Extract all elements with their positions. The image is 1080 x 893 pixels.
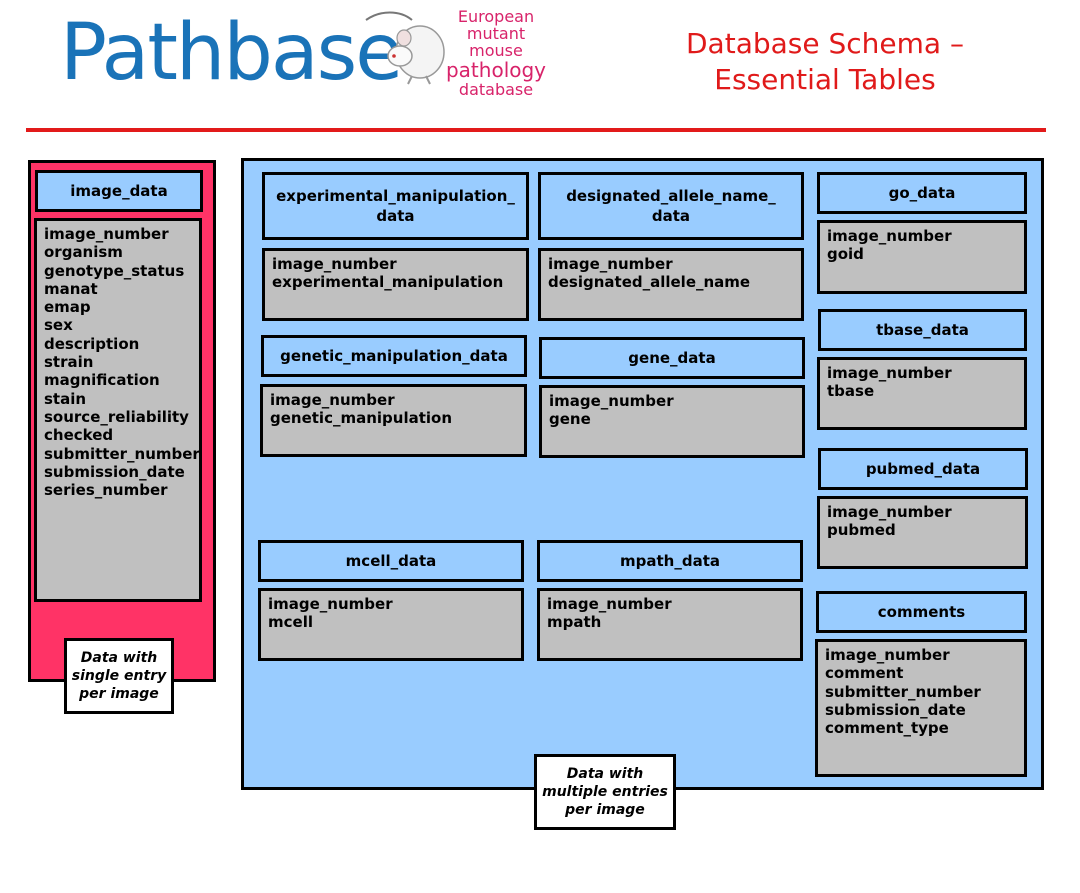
- table-fields-tbase-data: image_number tbase: [817, 357, 1027, 430]
- table-header-line: designated_allele_name_: [566, 187, 776, 205]
- table-header-line: comments: [877, 603, 966, 621]
- table-header-genetic-manipulation-data: genetic_manipulation_data: [261, 335, 527, 377]
- tagline-line: mouse: [469, 41, 523, 60]
- pathbase-logo-text: Pathbase: [60, 8, 403, 98]
- table-fields-image-data: image_number organism genotype_status ma…: [34, 218, 202, 602]
- field: emap: [44, 298, 91, 317]
- table-fields-go-data: image_number goid: [817, 220, 1027, 294]
- field: strain: [44, 353, 94, 372]
- field: genetic_manipulation: [270, 409, 453, 428]
- single-entry-note: Data with single entry per image: [64, 638, 174, 714]
- table-header-line: pubmed_data: [865, 460, 981, 478]
- mouse-logo-icon: [365, 11, 445, 85]
- field: organism: [44, 243, 123, 262]
- tagline-line: pathology: [445, 58, 547, 82]
- note-line: per image: [565, 802, 645, 818]
- field: image_number: [44, 225, 169, 243]
- table-header-go-data: go_data: [817, 172, 1027, 214]
- field: description: [44, 334, 140, 353]
- table-header-line: go_data: [888, 184, 956, 202]
- field: gene: [549, 410, 591, 429]
- note-line: per image: [79, 686, 159, 702]
- table-header-line: experimental_manipulation_: [276, 187, 515, 205]
- table-header-line: mcell_data: [345, 552, 437, 570]
- table-header-comments: comments: [816, 591, 1027, 633]
- field: image_number: [270, 391, 395, 409]
- table-fields-mcell-data: image_number mcell: [258, 588, 524, 661]
- table-fields-gene-data: image_number gene: [539, 385, 805, 458]
- field: source_reliability: [44, 407, 189, 426]
- table-header-tbase-data: tbase_data: [818, 309, 1027, 351]
- field: submission_date: [44, 462, 185, 481]
- field: manat: [44, 279, 98, 298]
- table-header-mcell-data: mcell_data: [258, 540, 524, 582]
- field: image_number: [827, 503, 952, 521]
- table-header-pubmed-data: pubmed_data: [818, 448, 1028, 490]
- field: mpath: [547, 613, 602, 632]
- field: genotype_status: [44, 261, 185, 280]
- field: tbase: [827, 382, 875, 401]
- table-header-line: mpath_data: [620, 552, 720, 570]
- field: comment: [825, 664, 904, 683]
- table-fields-pubmed-data: image_number pubmed: [817, 496, 1028, 569]
- field: image_number: [827, 364, 952, 382]
- tagline-line: mutant: [466, 24, 526, 43]
- table-fields-experimental-manipulation-data: image_number experimental_manipulation: [262, 248, 529, 321]
- schema-title-line: Essential Tables: [714, 63, 936, 96]
- table-header-gene-data: gene_data: [539, 337, 805, 379]
- note-line: multiple entries: [542, 784, 668, 800]
- table-header-line: data: [376, 207, 415, 225]
- field: image_number: [547, 595, 672, 613]
- field: image_number: [272, 255, 397, 273]
- table-header-line: gene_data: [628, 349, 716, 367]
- field: pubmed: [827, 521, 896, 540]
- table-header-line: genetic_manipulation_data: [280, 347, 508, 365]
- field: series_number: [44, 481, 168, 500]
- note-line: Data with: [566, 766, 644, 782]
- note-line: single entry: [71, 668, 167, 684]
- table-header-line: tbase_data: [876, 321, 969, 339]
- field: designated_allele_name: [548, 273, 751, 292]
- multiple-entries-note: Data with multiple entries per image: [534, 754, 676, 830]
- table-header-designated-allele-name-data: designated_allele_name_ data: [538, 172, 804, 240]
- field: image_number: [827, 227, 952, 245]
- table-header-mpath-data: mpath_data: [537, 540, 803, 582]
- table-header-line: data: [651, 207, 691, 225]
- field: sex: [44, 316, 73, 335]
- field: comment_type: [825, 719, 949, 738]
- field: image_number: [268, 595, 393, 613]
- table-header-image-data: image_data: [35, 170, 203, 212]
- table-header-experimental-manipulation-data: experimental_manipulation_ data: [262, 172, 529, 240]
- table-fields-comments: image_number comment submitter_number su…: [815, 639, 1027, 777]
- header-divider: [26, 128, 1046, 132]
- table-fields-designated-allele-name-data: image_number designated_allele_name: [538, 248, 804, 321]
- field: magnification: [44, 371, 160, 390]
- field: checked: [44, 426, 114, 445]
- tagline-line: database: [458, 80, 534, 99]
- tagline: European mutant mouse pathology database: [436, 8, 556, 98]
- schema-title-line: Database Schema –: [686, 27, 964, 60]
- schema-title: Database Schema – Essential Tables: [640, 26, 1010, 98]
- field: stain: [44, 389, 87, 408]
- field: mcell: [268, 613, 313, 632]
- field: image_number: [549, 392, 674, 410]
- field: goid: [827, 245, 864, 264]
- field: image_number: [825, 646, 950, 664]
- field: submitter_number: [44, 444, 200, 463]
- note-line: Data with: [80, 650, 158, 666]
- field: submission_date: [825, 700, 966, 719]
- field: experimental_manipulation: [272, 273, 504, 292]
- table-fields-genetic-manipulation-data: image_number genetic_manipulation: [260, 384, 527, 457]
- table-fields-mpath-data: image_number mpath: [537, 588, 803, 661]
- field: submitter_number: [825, 682, 981, 701]
- tagline-line: European: [457, 7, 535, 26]
- field: image_number: [548, 255, 673, 273]
